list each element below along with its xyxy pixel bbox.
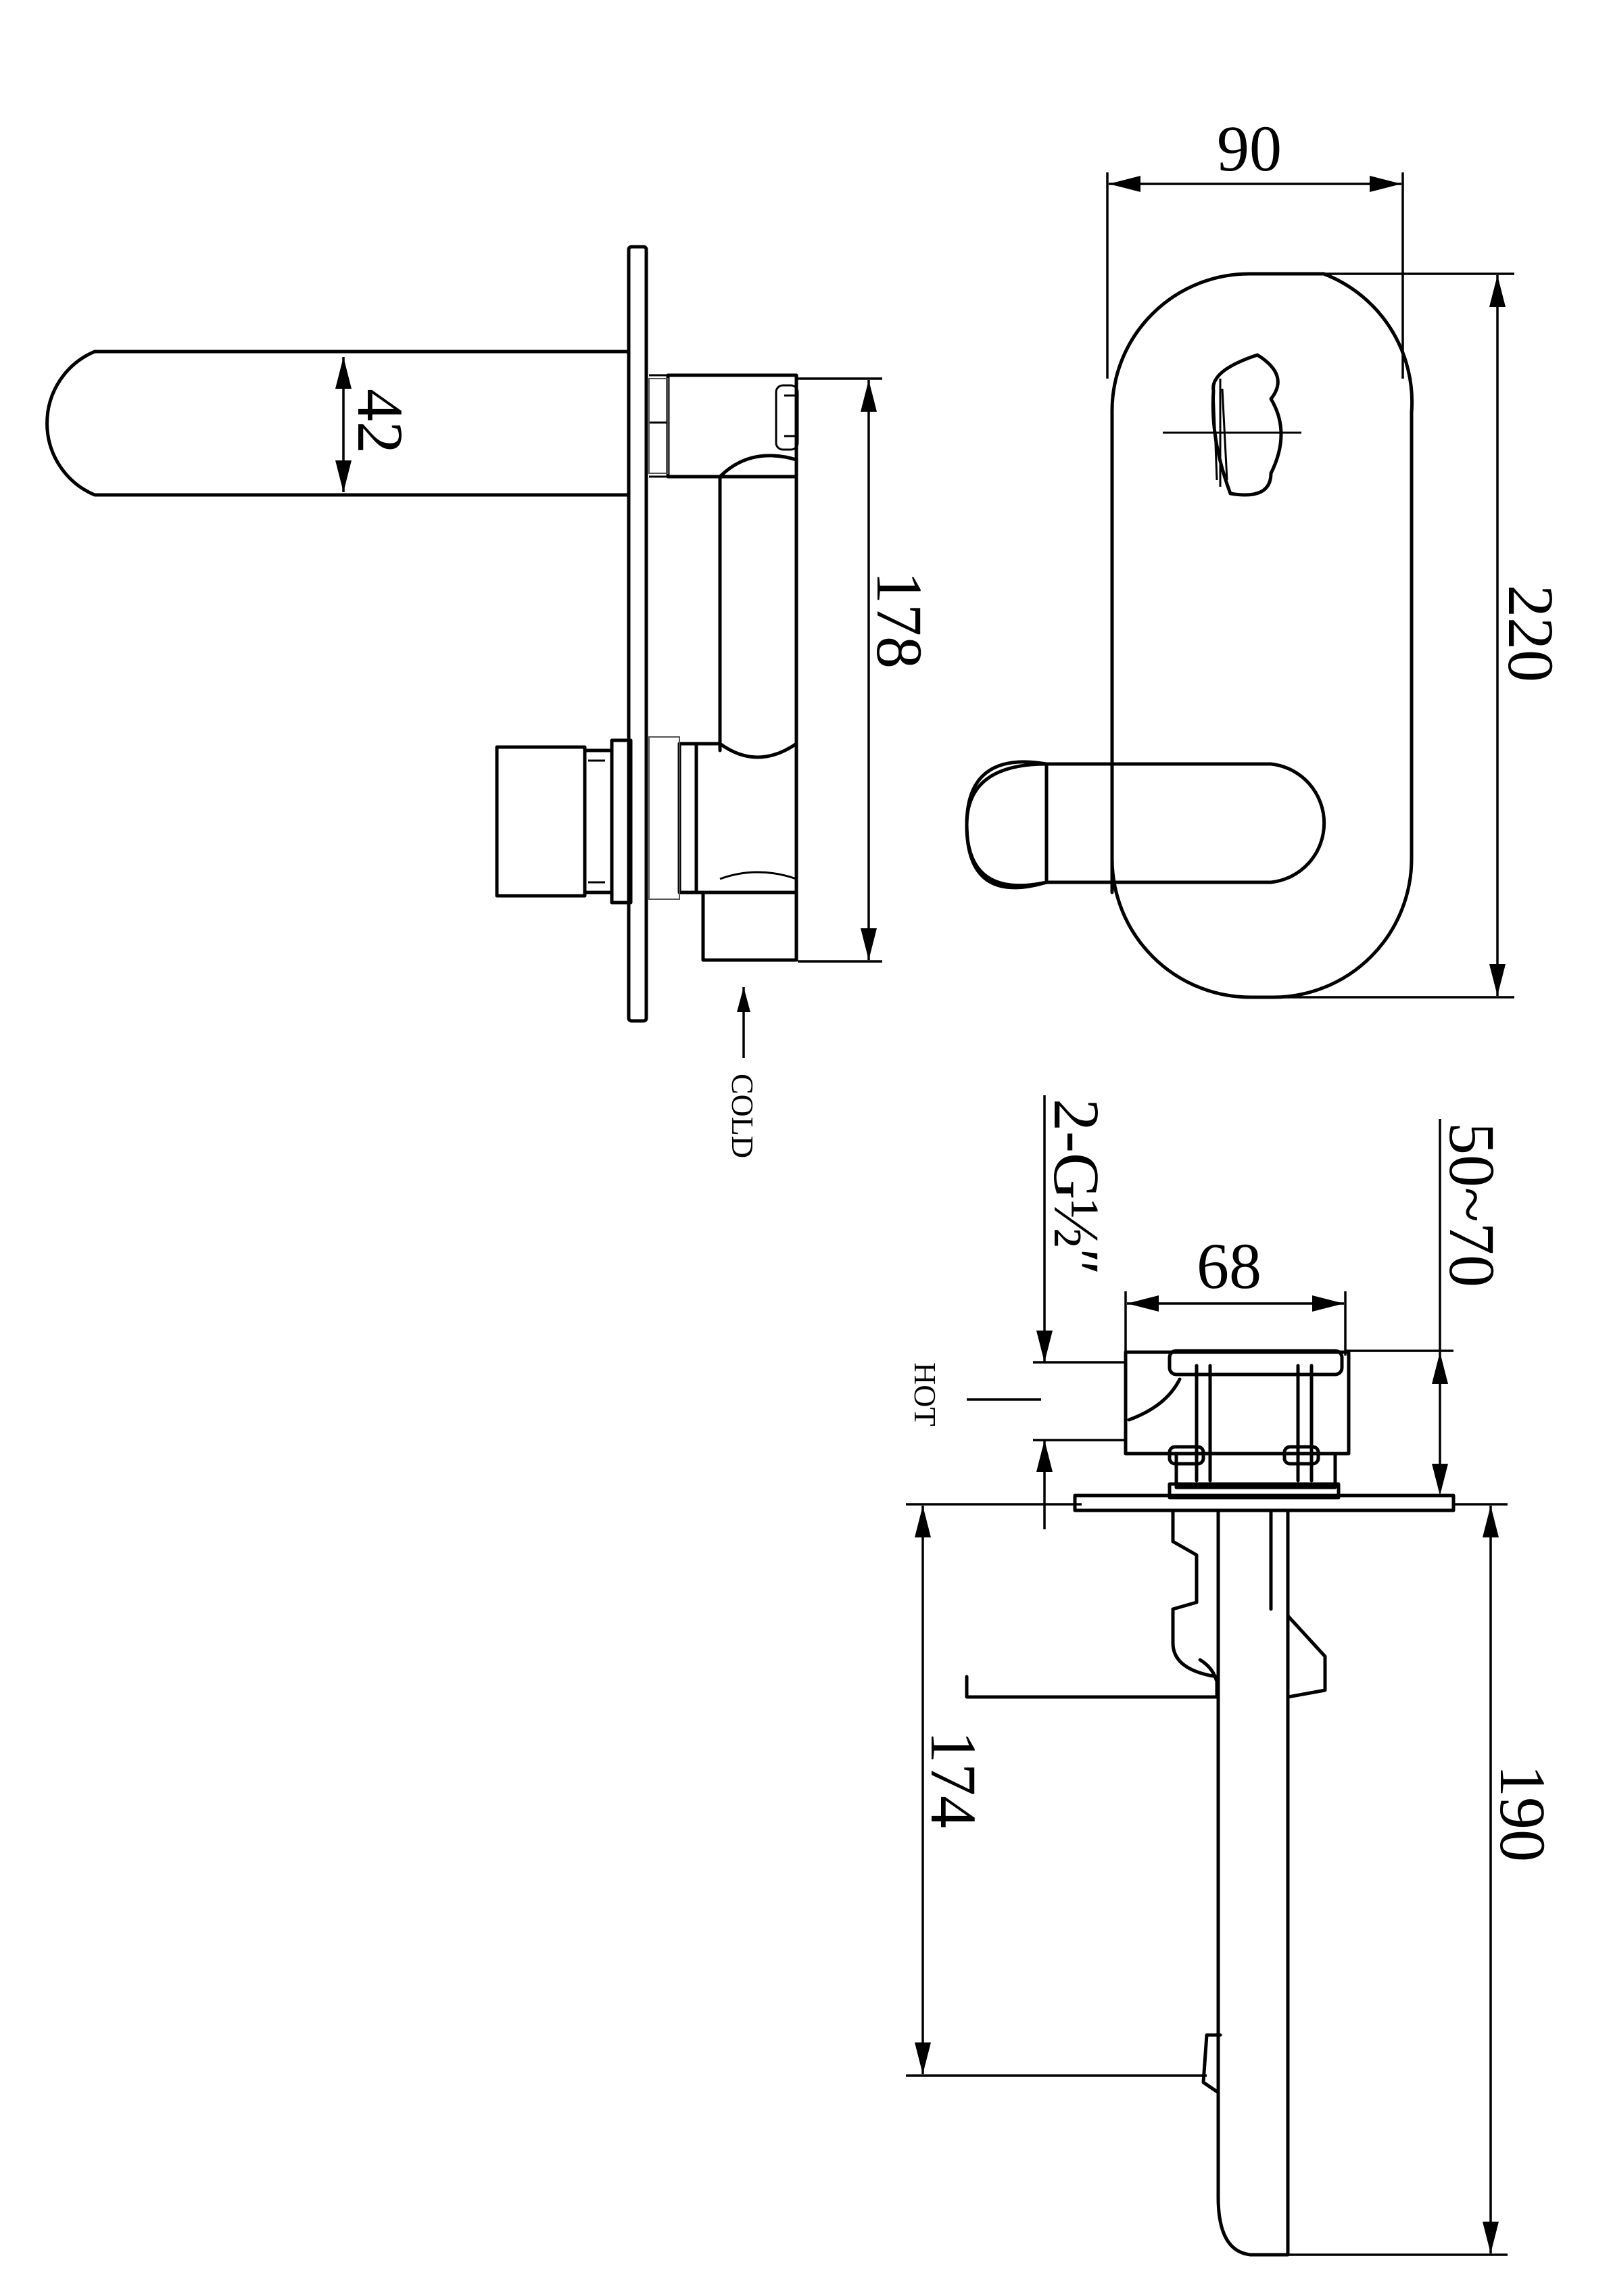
label-cold: COLD [725, 1074, 760, 1158]
handle [495, 745, 587, 898]
diverter-knob [1211, 353, 1283, 497]
spout [45, 350, 631, 497]
dim-spout-height: 42 [344, 389, 416, 454]
label-hot: HOT [908, 1362, 942, 1427]
plan-lever [965, 1600, 1219, 1699]
plan-spout [1216, 1509, 1290, 2257]
front-plate-view: 90 220 [965, 112, 1567, 999]
dim-spout-projection-long: 190 [1487, 1765, 1559, 1862]
wall-plate [627, 245, 648, 1023]
dim-mixer-depth: 68 [1197, 1230, 1261, 1302]
outlet [701, 890, 798, 962]
dim-body-length: 178 [863, 571, 936, 669]
valve-housing [694, 742, 798, 894]
oval-plate [1110, 272, 1414, 999]
side-elevation-view: 42 178 COLD [45, 245, 936, 1158]
dim-plate-width: 90 [1217, 112, 1282, 185]
dim-plate-height: 220 [1495, 585, 1567, 682]
body-pipe [718, 454, 798, 752]
plan-wall-plate [1073, 1493, 1456, 1512]
mixer-body [1168, 1482, 1341, 1500]
plan-view: 68 50~70 2-G½″ HOT 174 190 [906, 1095, 1559, 2257]
dim-wall-thickness: 50~70 [1436, 1122, 1508, 1287]
label-thread: 2-G½″ [1040, 1099, 1113, 1275]
dim-spout-projection-short: 174 [917, 1731, 990, 1828]
